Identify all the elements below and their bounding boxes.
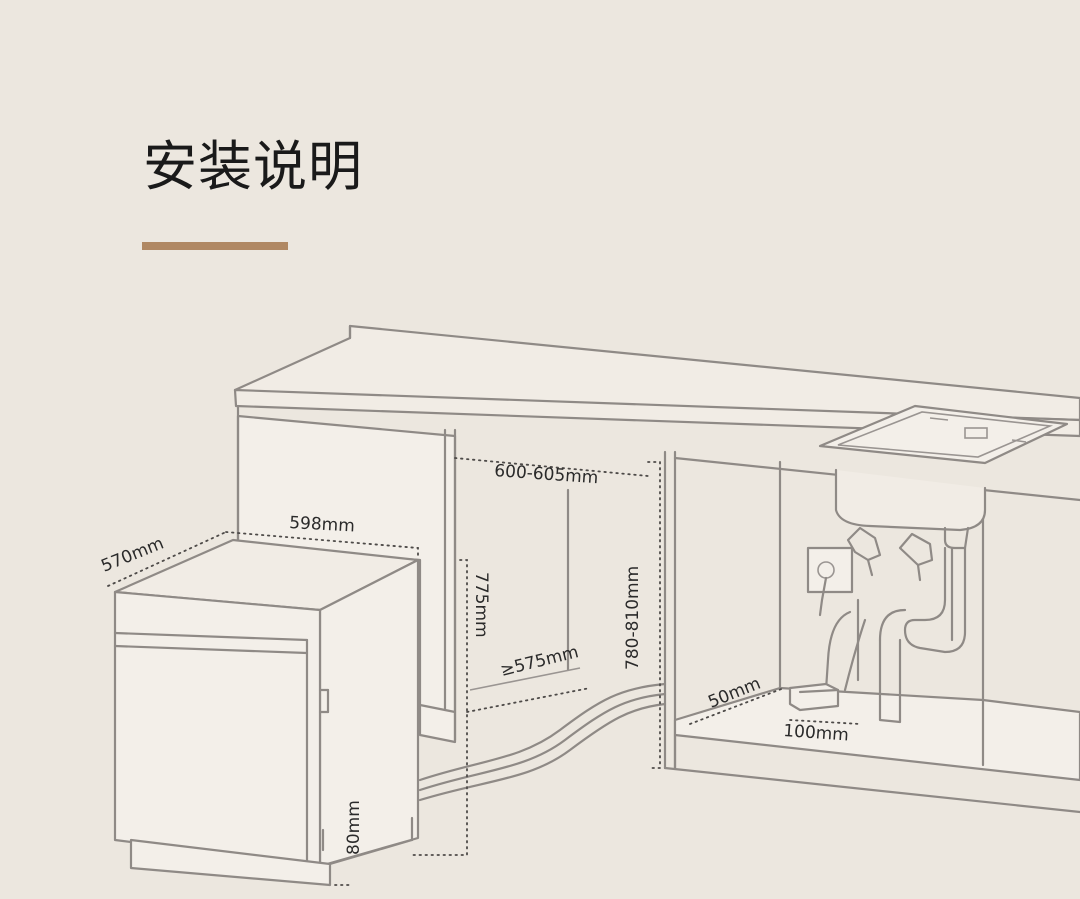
label-width: 598mm — [289, 513, 356, 536]
sink-cabinet-floor — [663, 686, 1080, 814]
dishwasher — [113, 538, 420, 887]
page-title: 安装说明 — [143, 135, 363, 198]
label-height: 775mm — [471, 572, 491, 638]
drain-pipes — [824, 546, 967, 724]
wall-socket — [806, 546, 854, 617]
label-depth: 570mm — [98, 534, 166, 577]
dimension-guides — [107, 457, 861, 886]
hoses — [418, 682, 667, 802]
accent-divider — [142, 242, 288, 250]
label-plinth: 80mm — [344, 800, 364, 855]
sink-basin — [818, 404, 1069, 465]
label-niche-width: 600-605mm — [494, 461, 599, 488]
label-niche-depth: ≥575mm — [498, 642, 580, 681]
sink-bowl — [834, 468, 987, 550]
outlet-box — [788, 682, 840, 712]
label-niche-height: 780-810mm — [623, 566, 643, 670]
label-outlet-width: 100mm — [783, 721, 850, 746]
water-valves — [846, 526, 934, 582]
